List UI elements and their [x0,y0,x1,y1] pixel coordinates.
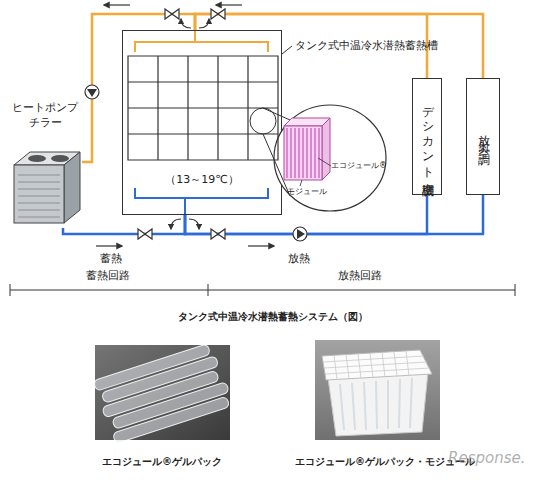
flow-arrow [216,4,242,5]
leader-line [282,46,292,54]
figure-caption: タンク式中温冷水潜熱蓄熱システム（図） [0,310,546,324]
gel-packs [93,342,234,445]
pump-symbol [293,227,307,241]
photo-background [95,345,230,440]
magnified-callout: エコジュール® モジュール [273,104,387,212]
storage-tank: タンク式中温冷水潜熱蓄熱槽（13～19℃） [122,30,282,215]
pump-body [85,85,99,99]
module-label: モジュール [287,186,327,197]
flow-arrow [189,219,199,229]
circuit-label: 放熱回路 [338,268,382,283]
valve-symbol [211,229,225,239]
module-drawing [284,118,331,186]
chiller-front [14,165,64,223]
valve-symbol [138,229,152,239]
pipe-line [63,215,185,234]
unit-label: 放射空調 [475,125,492,149]
module-name: エコジュール® [331,160,387,171]
chiller-top [14,152,80,165]
crate-packs [340,378,412,430]
module-top [284,118,330,126]
magnifier-line [263,108,290,196]
tank-header-pipe [194,31,196,42]
flow-arrow [199,19,209,28]
pump-body [293,227,307,241]
pump-triangle [87,89,97,97]
gel-pack [112,382,230,430]
unit-label: デシカント空調機 [419,98,436,176]
pump-triangle [297,229,305,239]
module-side [322,118,330,180]
flow-arrow [104,4,130,5]
gel-pack [101,356,219,404]
gel-pack-photo [93,342,234,445]
valve-symbol [165,9,179,19]
flow-label: 蓄熱 [100,251,122,266]
lid-grid [323,351,430,380]
pipe-line [195,14,483,78]
gel-pack-tubes [287,128,319,178]
valve-symbol [211,9,225,19]
gel-pack [102,370,220,418]
equipment-node: ヒートポンプ チラー [8,100,82,228]
tank-footer-pipe [184,198,186,214]
photo-background [315,340,440,440]
module-front [284,126,322,180]
gel-pack [112,396,230,444]
pipe-line [82,14,195,162]
flow-arrow [96,245,122,246]
module-grid [128,56,278,160]
leader-line [318,158,331,166]
leader-line [300,180,302,186]
chiller-side [64,152,80,223]
tank-label: タンク式中温冷水潜熱蓄熱槽 [295,38,438,53]
crate-lid [322,350,432,380]
chiller-unit [14,152,80,223]
circuit-bracket [10,284,515,296]
air-conditioner-box: デシカント空調機 [412,78,442,195]
air-conditioner-box: 放射空調 [466,78,500,195]
crate-body [328,372,428,436]
flow-label: 放熱 [288,251,310,266]
callout-circle [274,105,386,211]
gel-pack [93,344,211,392]
tank-top-distributor [135,42,268,52]
module-photo [315,340,440,440]
watermark: Response. [448,449,525,467]
tank-bottom-distributor [135,188,268,198]
temperature-range: （13～19℃） [123,172,281,187]
chiller-fan [51,155,69,162]
chiller-grille [18,175,60,217]
photo-caption: エコジュール®ゲルパック [52,455,272,469]
flow-arrow [181,19,191,28]
pump-symbol [85,85,99,99]
equipment-label: ヒートポンプ チラー [8,100,82,130]
highlight-circle [250,108,276,134]
flow-arrow [171,219,181,229]
flow-arrow [248,245,274,246]
circuit-label: 蓄熱回路 [86,268,130,283]
chiller-fan [28,155,46,162]
